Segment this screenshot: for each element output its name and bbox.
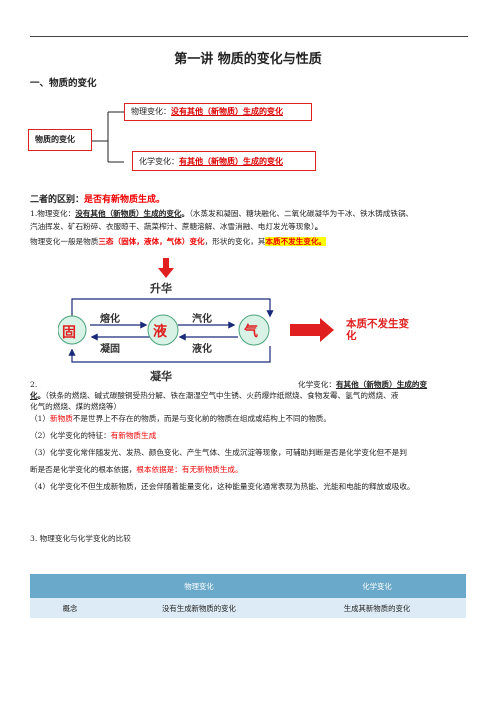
para2-examples: 化。（铁条的燃烧、碱式碳酸铜受热分解、铁在潮湿空气中生锈、火药爆炸纸燃烧、食物发… — [30, 391, 470, 401]
vaporizing-label: 汽化 — [192, 314, 212, 325]
root-label: 物质的变化 — [35, 135, 75, 144]
para1-dot: 。 — [181, 209, 190, 218]
solid-node: 固 — [62, 325, 76, 341]
root-node-box: 物质的变化 — [28, 129, 92, 151]
note-2: （2）化学变化的特征：有新物质生成 — [30, 431, 470, 441]
essence-unchanged-label: 本质不发生变化 — [346, 318, 409, 340]
para2-definition: 有其他（新物质）生成的变 — [335, 380, 428, 389]
states-essence: 本质不发生变化。 — [265, 237, 327, 246]
para2-dot: 。 — [37, 391, 46, 400]
note-2-text: （2）化学变化的特征： — [30, 431, 111, 440]
note-1: （1）新物质不是世界上不存在的物质，而是与变化前的物质在组成或结构上不同的物质。 — [30, 414, 470, 424]
concept-map: 物质的变化 物理变化：没有其他（新物质）生成的变化 化学变化：有其他（新物质）生… — [28, 98, 318, 178]
top-rule — [30, 36, 468, 37]
note-1-number: （1） — [30, 414, 51, 423]
para2-definition-end: 化 — [30, 391, 38, 400]
melting-label: 熔化 — [100, 314, 120, 325]
page-title: 第一讲 物质的变化与性质 — [174, 52, 322, 67]
paragraph-physical-2: 汽油挥发、矿石粉碎、衣服晾干、蔬菜榨汁、蔗糖溶解、冰雪消融、电灯发光等现象）。 — [30, 222, 470, 232]
para1-end: 。 — [314, 222, 323, 231]
note-1-text: 不是世界上不存在的物质，而是与变化前的物质在组成或结构上不同的物质。 — [72, 414, 331, 423]
states-middle: ，形状的变化，其 — [204, 237, 266, 246]
diagram-arrows — [58, 258, 334, 363]
para2-examples-text: （铁条的燃烧、碱式碳酸铜受热分解、铁在潮湿空气中生锈、火药爆炸纸燃烧、食物发霉、… — [45, 391, 399, 400]
comparison-table: 物理变化 化学变化 概念 没有生成新物质的变化 生成其新物质的变化 — [30, 574, 466, 618]
table-header-cell — [30, 574, 110, 598]
chemical-prefix: 化学变化： — [139, 157, 179, 166]
note-3-continued: 断是否是化学变化的根本依据，根本依据是：有无新物质生成。 — [30, 465, 470, 475]
chemical-definition: 有其他（新物质）生成的变化 — [179, 156, 283, 166]
deposition-label: 凝华 — [150, 370, 172, 383]
table-header-cell: 物理变化 — [184, 581, 214, 591]
note-2-highlight: 有新物质生成 — [110, 431, 157, 440]
note-4: （4）化学变化不但生成新物质，还会伴随着能量变化，这种能量变化通常表现为热能、光… — [30, 482, 415, 491]
table-header-row: 物理变化 化学变化 — [30, 574, 466, 598]
para2-number: 2. — [30, 380, 38, 389]
note-1-highlight: 新物质 — [50, 414, 73, 423]
note-3: （3）化学变化常伴随发光、发热、颜色变化、产生气体、生成沉淀等现象，可辅助判断是… — [30, 448, 407, 457]
chemical-change-box: 化学变化：有其他（新物质）生成的变化 — [132, 151, 316, 171]
sublimation-label: 升华 — [150, 282, 172, 295]
section1-heading: 一、物质的变化 — [30, 78, 97, 89]
table-row: 概念 没有生成新物质的变化 生成其新物质的变化 — [30, 598, 466, 618]
para2-prefix: 化学变化： — [298, 380, 336, 389]
physical-prefix: 物理变化： — [131, 107, 171, 116]
liquefying-label: 液化 — [192, 344, 212, 355]
para1-examples-2: 汽油挥发、矿石粉碎、衣服晾干、蔬菜榨汁、蔗糖溶解、冰雪消融、电灯发光等现象） — [30, 222, 315, 231]
para2-examples-2: 化气的燃烧、煤的燃烧等） — [30, 402, 122, 411]
paragraph-physical: 1.物理变化：没有其他（新物质）生成的变化。（水蒸发和凝固、糖块融化、二氧化碳凝… — [30, 209, 470, 219]
para1-prefix: 1.物理变化： — [30, 209, 76, 218]
paragraph-states: 物理变化一般是物质三态（固体，液体，气体）变化，形状的变化，其本质不发生变化。 — [30, 237, 470, 247]
para1-examples: （水蒸发和凝固、糖块融化、二氧化碳凝华为干冰、铁水铸成铁锅、 — [189, 209, 414, 218]
para1-definition: 没有其他（新物质）生成的变化 — [75, 209, 182, 218]
table-cell: 生成其新物质的变化 — [343, 603, 411, 613]
connector-lines — [92, 111, 124, 163]
difference-label: 二者的区别： — [30, 195, 85, 205]
solidifying-label: 凝固 — [100, 344, 120, 355]
para2-head: 化学变化：有其他（新物质）生成的变 — [298, 380, 427, 390]
table-cell: 没有生成新物质的变化 — [162, 603, 236, 613]
difference-line: 二者的区别：是否有新物质生成。 — [30, 192, 165, 205]
difference-value: 是否有新物质生成。 — [84, 195, 166, 205]
physical-change-box: 物理变化：没有其他（新物质）生成的变化 — [124, 103, 312, 121]
table-cell: 概念 — [62, 603, 78, 613]
note-3-text: 断是否是化学变化的根本依据， — [30, 465, 137, 474]
states-text: 三态（固体，液体，气体）变化 — [98, 237, 205, 246]
liquid-node: 液 — [153, 324, 167, 340]
gas-node: 气 — [244, 324, 258, 340]
note-3-highlight: 根本依据是：有无新物质生成。 — [136, 465, 243, 474]
table-header-cell: 化学变化 — [362, 581, 392, 591]
states-prefix: 物理变化一般是物质 — [30, 237, 99, 246]
state-change-diagram: 升华 凝华 固 液 气 熔化 凝固 汽化 液化 本质不发生变化 — [58, 258, 458, 383]
section3-heading: 3. 物理变化与化学变化的比较 — [30, 534, 131, 543]
physical-definition: 没有其他（新物质）生成的变化 — [171, 106, 283, 116]
